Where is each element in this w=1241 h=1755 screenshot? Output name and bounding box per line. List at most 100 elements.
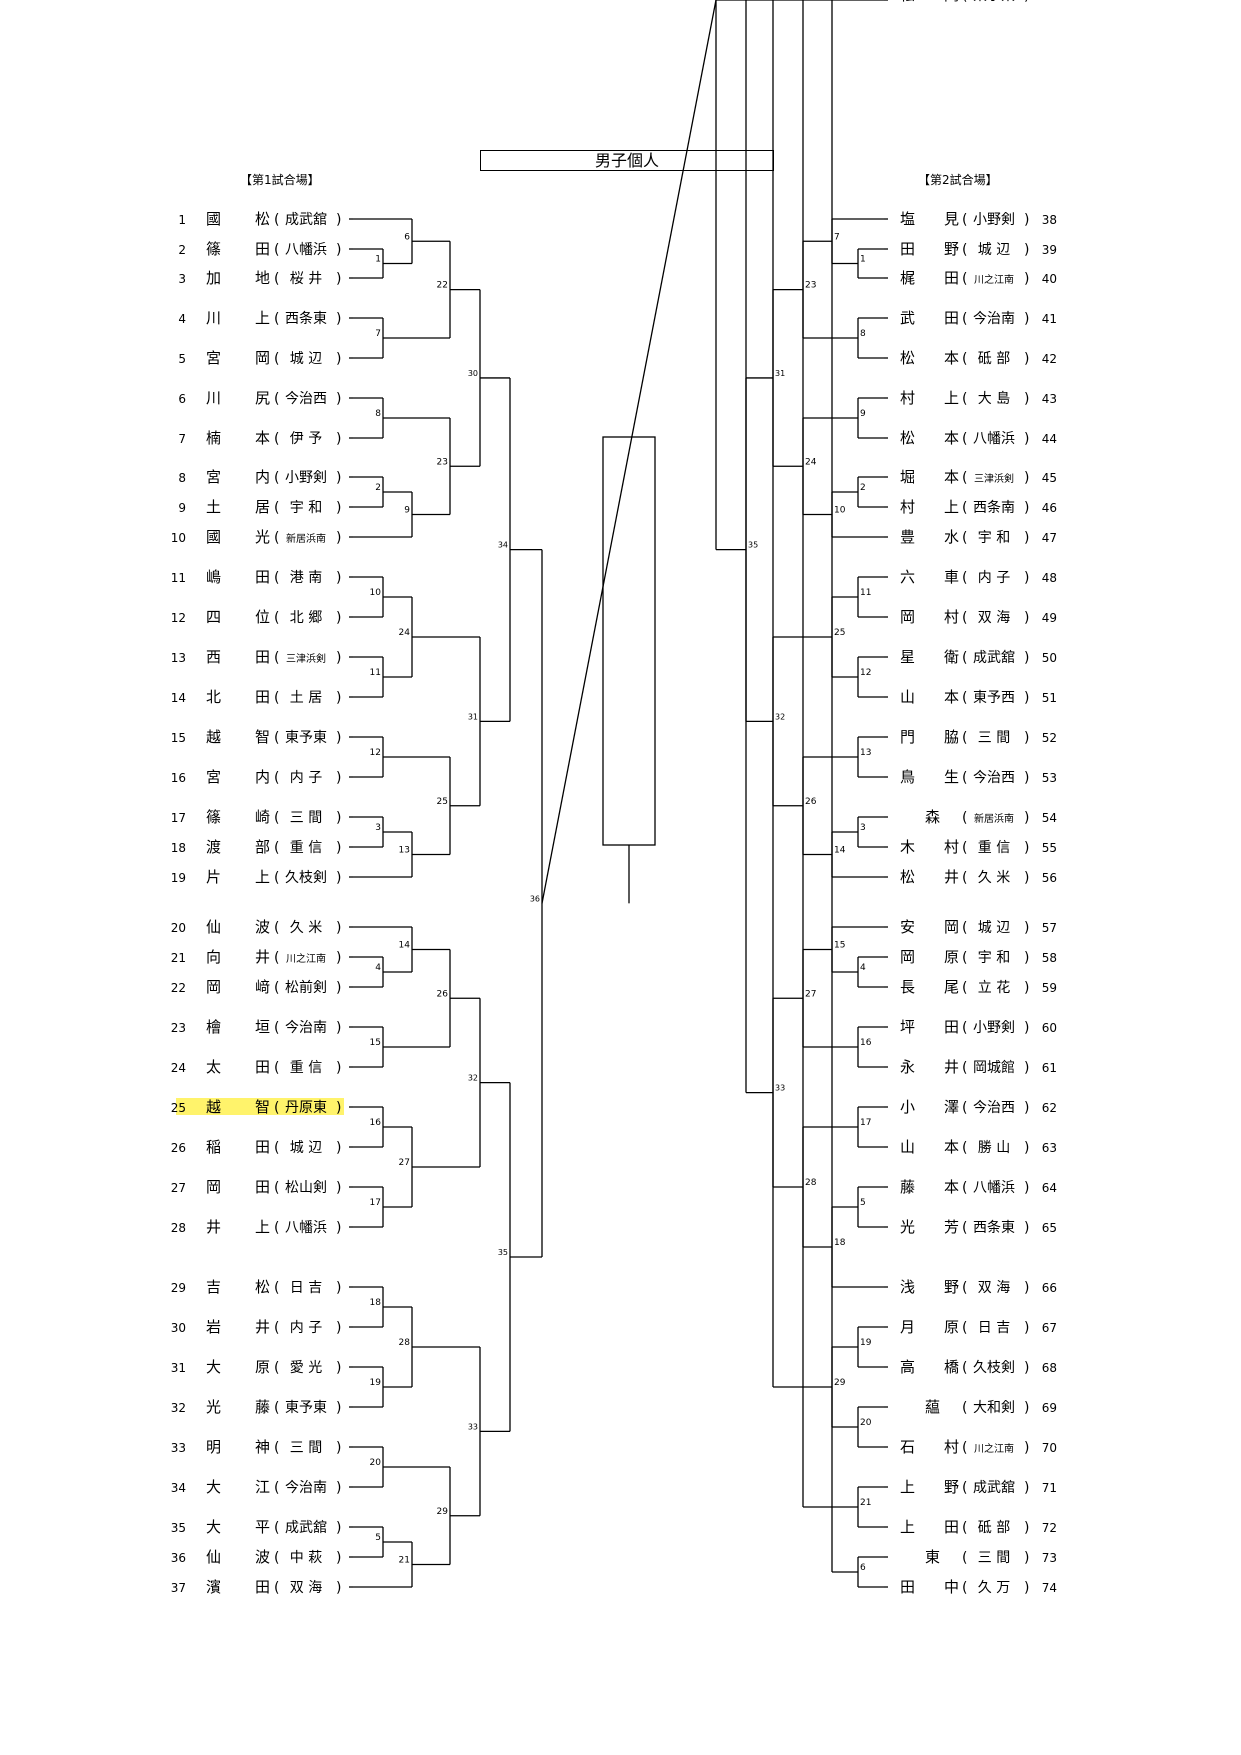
match-number: 22 [834,0,845,3]
player-given-name: 居 [255,498,270,516]
player-given-name: 生 [944,768,959,786]
player-school: 北 郷 [290,610,322,626]
paren-open: ( [962,770,967,786]
paren-close: ) [1024,391,1029,407]
paren-close: ) [1024,271,1029,287]
player-surname: 松 [900,429,915,447]
player-surname: 井 [206,1218,221,1236]
player-number: 40 [1042,272,1057,286]
player-surname: 安 [900,918,915,936]
paren-open: ( [274,1550,279,1566]
player-given-name: 井 [255,948,270,966]
player-given-name: 田 [255,1138,270,1156]
player-number: 56 [1042,871,1057,885]
match-number: 1 [375,255,381,265]
paren-open: ( [274,311,279,327]
player-given-name: 上 [255,1218,270,1236]
match-number: 9 [404,506,410,516]
player-surname: 坪 [900,1018,915,1036]
player-surname: 向 [206,948,221,966]
match-number: 31 [468,712,478,721]
match-number: 11 [860,588,871,598]
player-given-name: 本 [944,429,959,447]
paren-close: ) [336,770,341,786]
paren-open: ( [962,271,967,287]
player-given-name: 本 [944,1178,959,1196]
player-given-name: 田 [944,269,959,287]
player-given-name: 橋 [944,1358,959,1376]
match-number: 24 [399,628,411,638]
player-number: 38 [1042,213,1057,227]
paren-close: ) [336,1520,341,1536]
player-school: 重 信 [290,840,322,856]
paren-close: ) [336,212,341,228]
match-number: 35 [748,541,758,550]
paren-close: ) [336,1020,341,1036]
player-number: 62 [1042,1101,1057,1115]
paren-close: ) [1024,1140,1029,1156]
player-school: 成武舘 [285,211,327,228]
match-number: 16 [370,1118,382,1128]
paren-close: ) [1024,1520,1029,1536]
player-given-name: 中 [944,1578,959,1596]
player-school: 大和剣 [973,1400,1015,1416]
player-surname: 太 [206,1058,221,1076]
paren-close: ) [336,690,341,706]
player-school: 松山剣 [285,1180,327,1196]
player-given-name: 平 [255,1518,270,1536]
paren-close: ) [1024,650,1029,666]
match-number: 32 [468,1074,478,1083]
player-surname: 國 [206,528,221,546]
player-surname: 門 [900,728,915,746]
paren-open: ( [962,950,967,966]
paren-open: ( [274,1400,279,1416]
player-school: 八幡浜 [973,431,1015,447]
player-given-name: 脇 [944,728,959,746]
match-number: 32 [775,712,785,721]
player-surname: 岡 [206,978,221,996]
player-given-name: 上 [944,498,959,516]
player-given-name: 本 [944,688,959,706]
paren-open: ( [962,870,967,886]
player-surname: 石 [900,1438,915,1456]
player-number: 22 [171,981,186,995]
player-school: 砥 部 [978,351,1010,367]
player-school: 川之江南 [974,273,1014,286]
player-number: 6 [178,392,186,406]
paren-open: ( [962,391,967,407]
player-given-name: 田 [255,1178,270,1196]
player-surname: 岡 [900,948,915,966]
player-surname: 岡 [206,1178,221,1196]
player-school: 三 間 [978,730,1010,746]
paren-close: ) [336,1360,341,1376]
paren-close: ) [1024,980,1029,996]
paren-close: ) [1024,1550,1029,1566]
player-school: 城 辺 [290,351,322,367]
player-surname: 大 [206,1358,221,1376]
player-school: 城 辺 [978,920,1010,936]
match-number: 3 [375,823,381,833]
player-number: 29 [171,1281,186,1295]
player-school: 川之江南 [974,1442,1014,1455]
player-surname: 田 [900,1578,915,1596]
player-given-name: 衛 [944,648,959,666]
player-given-name: 芳 [944,1218,959,1236]
paren-close: ) [1024,0,1029,4]
match-number: 5 [375,1533,381,1543]
match-number: 31 [775,369,785,378]
player-given-name: 部 [255,838,270,856]
player-given-name: 松 [255,1278,270,1296]
paren-open: ( [274,650,279,666]
player-number: 37 [171,1581,186,1595]
player-given-name: 上 [255,309,270,327]
paren-close: ) [1024,1100,1029,1116]
paren-open: ( [274,1580,279,1596]
paren-open: ( [962,1400,967,1416]
player-school: 川之江南 [286,952,326,965]
paren-open: ( [962,1100,967,1116]
player-school: 三 間 [290,1440,322,1456]
player-surname: 永 [900,1058,915,1076]
paren-close: ) [336,840,341,856]
player-surname: 梶 [900,269,915,287]
paren-open: ( [962,431,967,447]
